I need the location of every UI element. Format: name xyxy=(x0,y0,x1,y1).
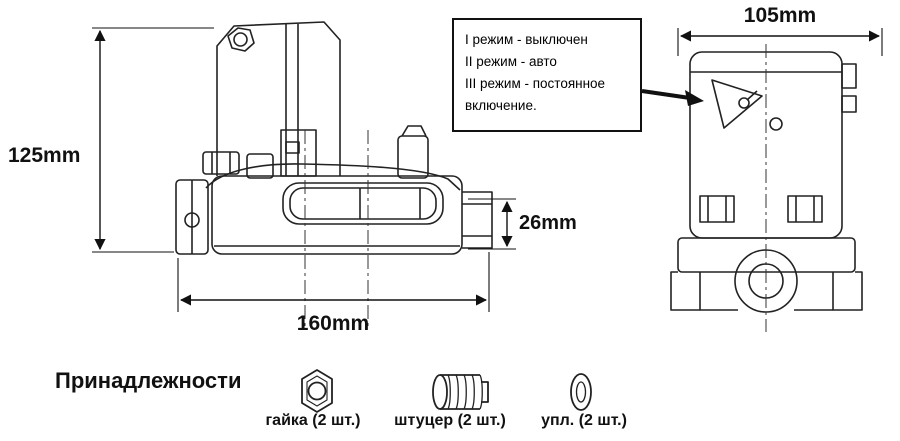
gasket-washer-icon xyxy=(570,373,592,411)
dimension-label-front-width-105mm: 105mm xyxy=(743,4,817,27)
dimension-label-width-160mm: 160mm xyxy=(296,312,370,335)
hex-nut-icon xyxy=(301,369,333,413)
callout-line-mode3: III режим - постоянное xyxy=(465,76,606,91)
side-view-centerlines xyxy=(304,130,369,330)
callout-line-mode2: II режим - авто xyxy=(465,54,557,69)
dimension-lines xyxy=(92,27,883,312)
accessories-title: Принадлежности xyxy=(55,368,242,393)
callout-line-mode1: I режим - выключен xyxy=(465,32,588,47)
dimension-label-outlet-26mm: 26mm xyxy=(519,212,577,234)
pump-side-view-drawing xyxy=(175,21,493,255)
callout-line-mode3-cont: включение. xyxy=(465,98,537,113)
callout-pointer-arrow xyxy=(641,89,704,106)
accessory-icons xyxy=(301,369,592,413)
mode-callout-box: I режим - выключен II режим - авто III р… xyxy=(452,18,642,132)
accessory-label-nut: гайка (2 шт.) xyxy=(265,412,361,429)
accessory-label-gasket: упл. (2 шт.) xyxy=(541,412,627,429)
dimension-label-height-125mm: 125mm xyxy=(8,144,81,167)
accessory-label-fitting: штуцер (2 шт.) xyxy=(394,412,506,429)
threaded-fitting-icon xyxy=(432,374,489,410)
